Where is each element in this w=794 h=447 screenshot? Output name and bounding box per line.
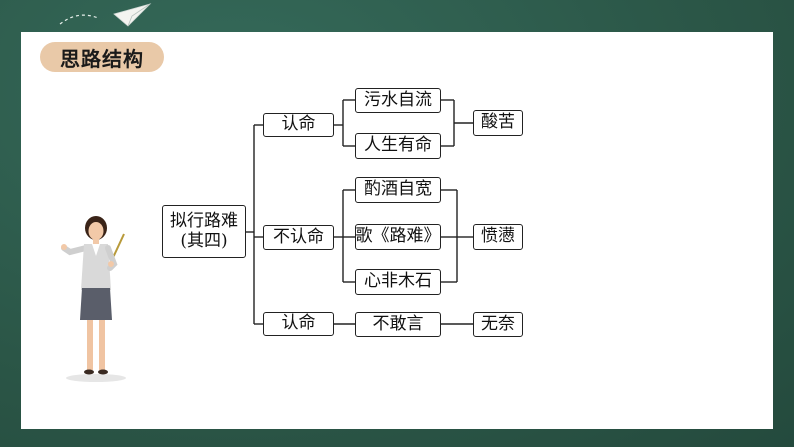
- root-node: 拟行路难 (其四): [162, 205, 246, 258]
- root-subtitle: (其四): [180, 230, 228, 251]
- root-title: 拟行路难: [170, 210, 238, 231]
- teacher-illustration: [61, 216, 126, 382]
- branch-2-item-2: 歌《路难》: [355, 224, 441, 250]
- branch-2-item-1: 酌酒自宽: [355, 177, 441, 203]
- branch-1-emotion: 酸苦: [473, 110, 523, 136]
- branch-3-item-1: 不敢言: [355, 312, 441, 337]
- branch-3-emotion: 无奈: [473, 312, 523, 337]
- branch-3-label: 认命: [263, 312, 334, 336]
- paper-plane-icon: [59, 3, 152, 27]
- branch-2-emotion: 愤懑: [473, 224, 523, 250]
- section-title: 思路结构: [40, 42, 164, 72]
- branch-2-item-3: 心非木石: [355, 269, 441, 295]
- branch-1-item-1: 污水自流: [355, 88, 441, 113]
- branch-1-item-2: 人生有命: [355, 133, 441, 159]
- branch-2-label: 不认命: [263, 225, 334, 250]
- branch-1-label: 认命: [263, 113, 334, 137]
